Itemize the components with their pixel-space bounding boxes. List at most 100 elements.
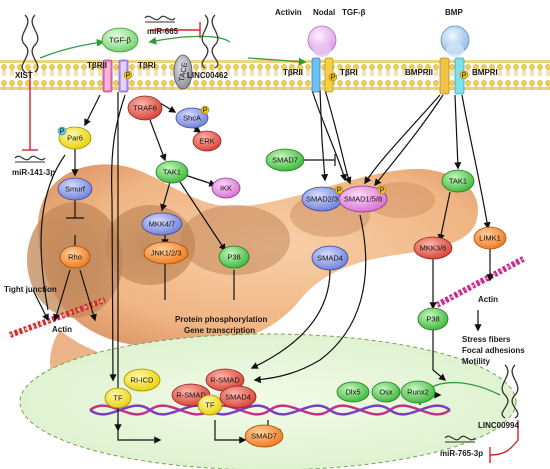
node-p38-left-label: P38	[227, 253, 240, 262]
label-nodal: Nodal	[313, 8, 335, 17]
ligand-tgfb	[101, 27, 139, 53]
node-rsmad-a-label: R-SMAD	[176, 391, 206, 400]
label-bmprii: BMPRII	[405, 68, 433, 77]
node-osx-label: Osx	[379, 388, 393, 397]
label-motility: Motility	[462, 357, 491, 366]
node-smad4-nuc: SMAD4	[219, 385, 257, 409]
node-shca-label: ShcA	[183, 114, 201, 123]
node-tf-mid: TF	[197, 394, 223, 416]
actin-right-filament	[435, 255, 527, 308]
node-smad7-top: SMAD7	[265, 148, 305, 172]
label-tbrii-left: TβRII	[87, 61, 107, 70]
node-smad4-nuc-label: SMAD4	[225, 393, 251, 402]
node-erk: ERK	[192, 130, 222, 152]
receptor-bmprii	[439, 57, 450, 95]
phospho-label-tbri: P	[125, 71, 130, 80]
node-smad4-mid: SMAD4	[311, 245, 349, 271]
node-par6-label: Par6	[67, 134, 83, 143]
node-smad23-label: SMAD2/3	[306, 195, 338, 204]
phospho-markers: P P P P P P P	[57, 71, 469, 195]
label-tight-junction: Tight junction	[4, 285, 57, 294]
label-actin-left: Actin	[52, 325, 72, 334]
node-smurf: Smurf	[57, 177, 93, 201]
node-runx2-label: Runx2	[407, 388, 429, 397]
node-traf6: TRAF6	[127, 95, 163, 121]
node-shca: ShcA	[175, 107, 209, 129]
node-p38-left: P38	[218, 245, 250, 269]
node-riicd: RI-ICD	[123, 368, 161, 392]
inhibition-lines	[22, 22, 519, 463]
linc00462-rna-icon	[201, 14, 219, 69]
ligand-bmp-base	[446, 43, 464, 57]
receptor-tbrii-mid	[311, 57, 321, 93]
node-tak1-left-label: TAK1	[163, 168, 181, 177]
phospho-label-smad158: P	[379, 186, 384, 195]
phospho-label-par6: P	[59, 127, 64, 136]
xist-rna-icon	[21, 14, 39, 73]
label-protein-phosphorylation: Protein phosphorylation	[175, 315, 268, 324]
node-traf6-label: TRAF6	[133, 104, 157, 113]
node-smad7-top-label: SMAD7	[272, 156, 298, 165]
label-bmp: BMP	[445, 8, 463, 17]
node-ikk-label: IKK	[220, 184, 232, 193]
node-p38-right: P38	[417, 307, 449, 331]
label-tgfb-top: TGF-β	[342, 8, 366, 17]
label-gene-transcription: Gene transcription	[184, 326, 255, 335]
node-par6: Par6	[58, 126, 92, 150]
node-jnk: JNK1/2/3	[143, 241, 189, 265]
node-mkk47-label: MKK4/7	[149, 220, 176, 229]
label-linc00462: LINC00462	[187, 71, 228, 80]
label-xist: XIST	[15, 71, 33, 80]
receptor-tbrii-left	[102, 59, 113, 93]
phospho-label-smad23: P	[336, 186, 341, 195]
node-erk-label: ERK	[199, 137, 214, 146]
label-tbrii-mid: TβRII	[283, 68, 303, 77]
mir665-rna-icon	[144, 15, 176, 23]
label-tbri-left: TβRI	[138, 61, 156, 70]
label-activin: Activin	[275, 8, 302, 17]
node-mkk36-label: MKK3/6	[420, 244, 447, 253]
mir7653p-rna-icon	[444, 435, 476, 443]
node-dlx5-label: Dlx5	[345, 388, 360, 397]
node-rho: Rho	[59, 245, 91, 269]
node-smad4-mid-label: SMAD4	[317, 254, 343, 263]
phospho-label-bmpri: P	[461, 71, 466, 80]
mir1413p-rna-icon	[14, 155, 46, 163]
label-focal-adhesions: Focal adhesions	[462, 346, 525, 355]
node-tak1-right-label: TAK1	[449, 177, 467, 186]
label-tbri-mid: TβRI	[340, 68, 358, 77]
node-limk1-label: LIMK1	[479, 234, 501, 243]
node-mkk47: MKK4/7	[141, 212, 183, 236]
label-mir7653p: miR-765-3p	[440, 449, 483, 458]
label-bmpri: BMPRI	[472, 68, 498, 77]
linc00994-rna-icon	[501, 364, 519, 419]
node-dlx5: Dlx5	[336, 381, 370, 403]
node-jnk-label: JNK1/2/3	[151, 249, 182, 258]
phospho-label-shca: P	[202, 106, 207, 115]
node-p38-right-label: P38	[426, 315, 439, 324]
node-riicd-label: RI-ICD	[131, 376, 154, 385]
node-tak1-right: TAK1	[441, 169, 475, 193]
ligand-activin-nodal-base	[313, 43, 331, 57]
ligand-tgfb-label: TGF-β	[109, 36, 131, 45]
node-tace: TACE	[173, 54, 193, 90]
dna-helix	[89, 404, 451, 416]
node-osx: Osx	[371, 381, 401, 403]
node-tak1-left: TAK1	[155, 160, 189, 184]
node-tf-left: TF	[104, 387, 132, 409]
node-smad158-label: SMAD1/5/8	[344, 195, 382, 204]
node-runx2: Runx2	[400, 380, 436, 404]
label-actin-right: Actin	[478, 295, 498, 304]
node-smad7-nuc-label: SMAD7	[251, 432, 277, 441]
label-mir1413p: miR-141-3p	[12, 168, 55, 177]
label-linc00994: LINC00994	[478, 421, 519, 430]
label-mir665: miR-665	[147, 27, 179, 36]
node-tf-left-label: TF	[113, 394, 123, 403]
node-smad158: SMAD1/5/8	[338, 185, 388, 213]
node-mkk36: MKK3/6	[413, 236, 453, 260]
node-smurf-label: Smurf	[65, 185, 86, 194]
phospho-label-tbri-mid: P	[330, 73, 335, 82]
label-stress-fibers: Stress fibers	[462, 335, 511, 344]
node-rho-label: Rho	[68, 253, 82, 262]
